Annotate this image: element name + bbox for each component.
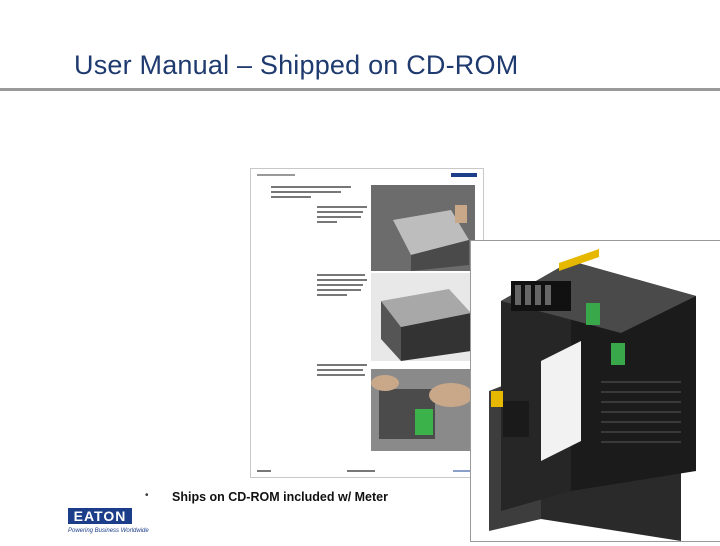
manual-page-header (257, 173, 297, 178)
manual-page-intro (271, 185, 361, 200)
manual-step-3-photo (371, 369, 475, 451)
manual-page-footer-right (453, 469, 477, 474)
svg-text:EATON: EATON (74, 508, 127, 524)
title-divider (0, 88, 720, 91)
eaton-tagline: Powering Business Worldwide (68, 528, 149, 534)
bullet-text: Ships on CD-ROM included w/ Meter (172, 490, 388, 504)
manual-page-image (250, 168, 484, 478)
manual-step-1 (317, 205, 369, 228)
manual-page-footer-center (347, 469, 377, 474)
manual-step-3 (317, 363, 369, 380)
eaton-logo: EATON (68, 506, 132, 532)
manual-step-2-photo (371, 273, 475, 361)
slide-title: User Manual – Shipped on CD-ROM (74, 50, 519, 80)
manual-step-1-photo (371, 185, 475, 271)
bullet-marker: • (145, 490, 149, 501)
manual-step-2 (317, 273, 369, 300)
meter-product-photo (470, 240, 720, 542)
manual-page-footer-left (257, 469, 273, 474)
manual-page-logo (451, 172, 477, 180)
